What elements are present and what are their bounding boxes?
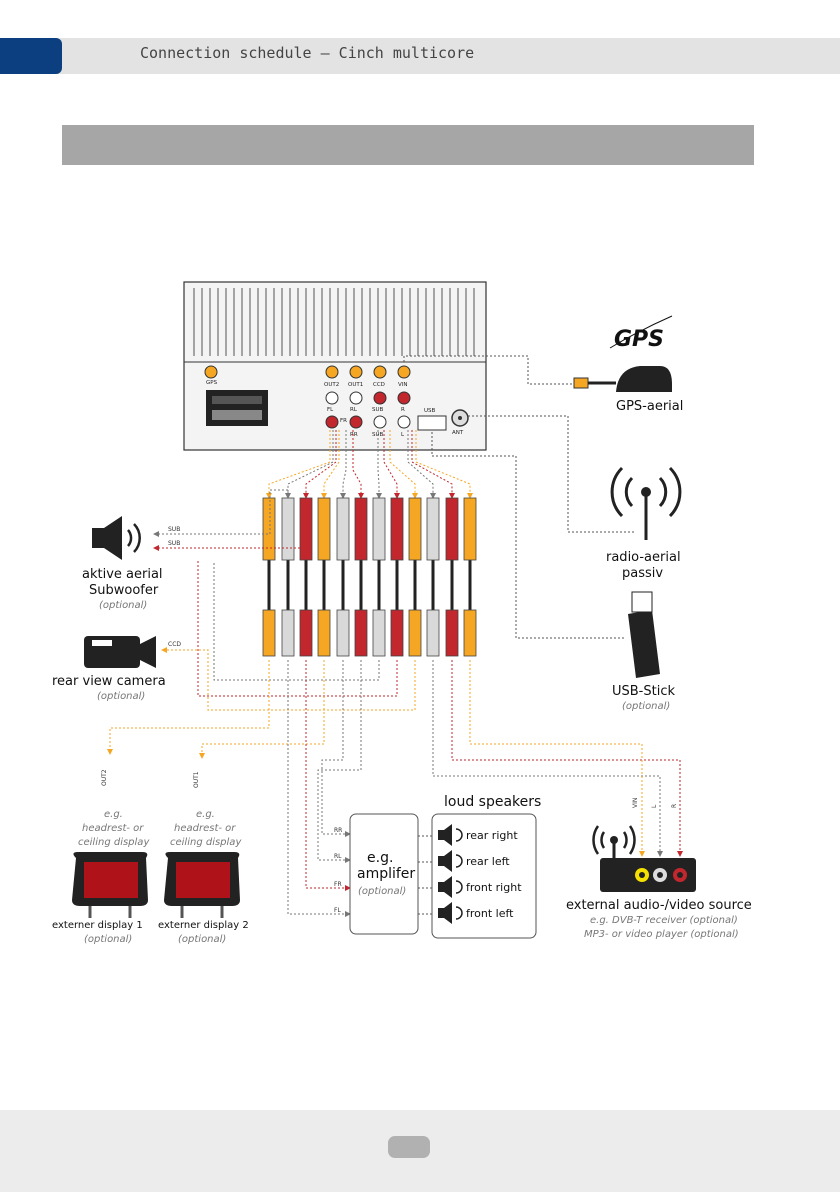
svg-text:SUB: SUB [372, 407, 384, 413]
svg-text:R: R [401, 407, 405, 413]
svg-text:(optional): (optional) [622, 701, 670, 712]
radio-antenna-icon [641, 487, 651, 497]
gps-port-icon [204, 365, 218, 379]
svg-text:(optional): (optional) [97, 691, 145, 702]
svg-text:RL: RL [350, 407, 358, 413]
svg-text:(optional): (optional) [99, 600, 147, 611]
external-av-source: VIN L R external audio-/video source e.g… [432, 660, 752, 940]
svg-text:external audio-/video source: external audio-/video source [566, 898, 752, 913]
svg-text:FL: FL [327, 407, 334, 413]
svg-text:loud speakers: loud speakers [444, 794, 541, 810]
svg-text:OUT1: OUT1 [348, 382, 363, 388]
external-display-2: OUT1 e.g. headrest- or ceiling display e… [158, 660, 325, 945]
svg-text:RL: RL [334, 853, 342, 860]
svg-text:e.g.: e.g. [196, 809, 215, 820]
speaker-icon [438, 824, 452, 846]
subwoofer: SUB SUB aktive aerial Subwoofer (optiona… [82, 489, 307, 611]
svg-text:passiv: passiv [622, 566, 663, 581]
svg-text:ANT: ANT [452, 430, 464, 436]
page-number-pill [388, 1136, 430, 1158]
svg-text:(optional): (optional) [358, 886, 406, 897]
head-unit: GPS OUT2 OUT1 CCD VIN FL RL SUB R FR RR … [183, 281, 487, 451]
unit-to-cable-lines [266, 430, 473, 499]
usb-stick: USB-Stick (optional) [431, 432, 675, 712]
sub-return-line [213, 562, 380, 681]
rear-view-camera: CCD rear view camera (optional) [52, 636, 416, 711]
section-tab [0, 38, 62, 74]
external-display-1: OUT2 e.g. headrest- or ceiling display e… [52, 660, 270, 945]
svg-text:(optional): (optional) [178, 934, 226, 945]
svg-text:ceiling display: ceiling display [170, 837, 242, 848]
amplifier: RR RL FR FL e.g. amplifer (optional) [287, 660, 419, 935]
svg-text:MP3- or video player (optional: MP3- or video player (optional) [584, 929, 739, 940]
svg-text:RR: RR [334, 827, 342, 834]
iso-connector-icon [206, 390, 268, 426]
svg-text:FL: FL [334, 907, 341, 914]
gps-logo-icon: GPS [614, 327, 664, 352]
usb-stick-icon [628, 610, 660, 678]
svg-text:FR: FR [334, 881, 342, 888]
loud-speakers: loud speakers rear right rear left front… [431, 794, 541, 939]
svg-text:L: L [401, 432, 405, 438]
svg-text:USB-Stick: USB-Stick [612, 684, 675, 699]
svg-text:Subwoofer: Subwoofer [89, 583, 159, 598]
speaker-icon [438, 902, 452, 924]
speaker-icon [92, 516, 122, 560]
svg-text:OUT2: OUT2 [324, 382, 339, 388]
gps-antenna-icon [616, 366, 672, 392]
svg-text:CCD: CCD [168, 641, 181, 648]
svg-text:rear view camera: rear view camera [52, 674, 166, 689]
radio-aerial: radio-aerial passiv [468, 415, 682, 581]
svg-text:FR: FR [340, 418, 347, 424]
svg-text:rear right: rear right [466, 829, 518, 842]
svg-text:e.g.: e.g. [367, 850, 393, 866]
svg-text:RR: RR [350, 432, 358, 438]
cinch-cable-bundle [262, 497, 477, 657]
svg-text:GPS: GPS [206, 380, 218, 386]
svg-text:R: R [671, 804, 678, 808]
svg-text:ceiling display: ceiling display [78, 837, 150, 848]
svg-text:externer display 2: externer display 2 [158, 920, 249, 931]
svg-text:(optional): (optional) [84, 934, 132, 945]
svg-text:CCD: CCD [373, 382, 385, 388]
svg-text:VIN: VIN [398, 382, 408, 388]
svg-text:L: L [651, 804, 658, 808]
svg-text:SUB: SUB [168, 526, 180, 533]
svg-text:front right: front right [466, 881, 522, 894]
header-bar [0, 38, 840, 74]
svg-text:externer display 1: externer display 1 [52, 920, 143, 931]
broadcast-antenna-icon [610, 836, 618, 844]
section-band [62, 125, 754, 165]
amp-to-speaker-lines [418, 835, 432, 915]
svg-text:OUT2: OUT2 [101, 769, 108, 786]
svg-text:e.g.: e.g. [104, 809, 123, 820]
svg-text:OUT1: OUT1 [193, 771, 200, 788]
sub-return-line-red [197, 560, 398, 697]
svg-text:e.g. DVB-T receiver (optional): e.g. DVB-T receiver (optional) [590, 915, 738, 926]
svg-text:SUB: SUB [168, 540, 180, 547]
svg-text:VIN: VIN [632, 798, 639, 808]
svg-text:USB: USB [424, 408, 436, 414]
svg-text:front left: front left [466, 907, 514, 920]
svg-text:amplifer: amplifer [357, 866, 415, 882]
svg-text:radio-aerial: radio-aerial [606, 550, 681, 565]
speaker-icon [438, 876, 452, 898]
svg-text:aktive aerial: aktive aerial [82, 567, 163, 582]
gps-aerial: GPS GPS-aerial [403, 315, 683, 414]
page-title: Connection schedule – Cinch multicore [140, 44, 475, 62]
svg-text:headrest- or: headrest- or [174, 823, 236, 834]
svg-text:GPS-aerial: GPS-aerial [616, 399, 683, 414]
svg-text:rear left: rear left [466, 855, 510, 868]
usb-port-icon [417, 415, 447, 431]
svg-text:headrest- or: headrest- or [82, 823, 144, 834]
speaker-icon [438, 850, 452, 872]
